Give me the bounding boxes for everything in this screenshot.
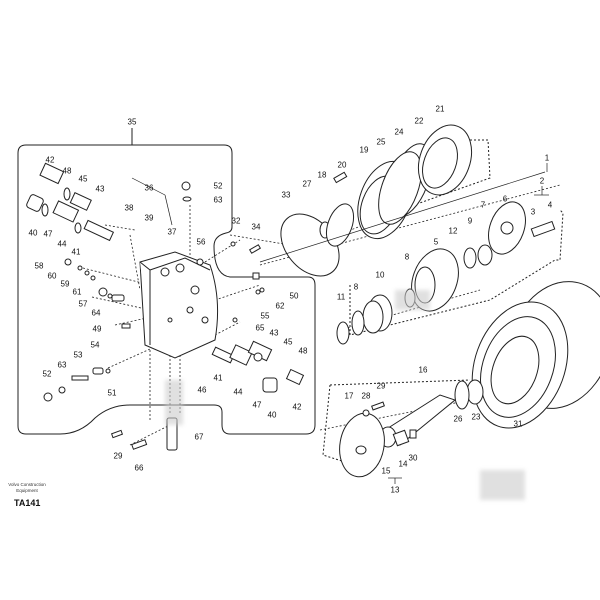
part-label-43: 43 bbox=[95, 184, 105, 194]
part-label-47: 47 bbox=[252, 400, 262, 410]
part-label-3: 3 bbox=[530, 207, 536, 217]
part-label-15: 15 bbox=[381, 466, 391, 476]
part-label-33: 33 bbox=[281, 190, 291, 200]
group-1-outline bbox=[349, 209, 564, 336]
part-label-67: 67 bbox=[194, 432, 204, 442]
watermark-blur bbox=[480, 470, 525, 500]
part-label-63: 63 bbox=[213, 195, 223, 205]
valve-parts bbox=[26, 162, 305, 451]
part-label-19: 19 bbox=[359, 145, 369, 155]
part-label-58: 58 bbox=[34, 261, 44, 271]
part-label-6: 6 bbox=[502, 194, 508, 204]
motor-parts bbox=[280, 124, 600, 478]
part-label-28: 28 bbox=[361, 391, 371, 401]
part-label-12: 12 bbox=[448, 226, 458, 236]
part-label-54: 54 bbox=[90, 340, 100, 350]
part-label-18: 18 bbox=[317, 170, 327, 180]
part-label-38: 38 bbox=[124, 203, 134, 213]
part-label-8: 8 bbox=[353, 282, 359, 292]
part-label-30: 30 bbox=[408, 453, 418, 463]
part-label-10: 10 bbox=[375, 270, 385, 280]
part-label-41: 41 bbox=[71, 247, 81, 257]
watermark-blur bbox=[395, 290, 430, 310]
part-label-37: 37 bbox=[167, 227, 177, 237]
part-label-29: 29 bbox=[113, 451, 123, 461]
part-label-44: 44 bbox=[57, 239, 67, 249]
part-label-42: 42 bbox=[45, 155, 55, 165]
group-bottom-outline bbox=[322, 379, 471, 463]
part-label-24: 24 bbox=[394, 127, 404, 137]
watermark-blur bbox=[165, 380, 183, 425]
part-label-52: 52 bbox=[213, 181, 223, 191]
part-label-41: 41 bbox=[213, 373, 223, 383]
part-label-66: 66 bbox=[134, 463, 144, 473]
part-label-8: 8 bbox=[404, 252, 410, 262]
part-label-49: 49 bbox=[92, 324, 102, 334]
part-label-39: 39 bbox=[144, 213, 154, 223]
part-label-36: 36 bbox=[144, 183, 154, 193]
part-label-16: 16 bbox=[418, 365, 428, 375]
part-label-34: 34 bbox=[251, 222, 261, 232]
part-label-4: 4 bbox=[547, 200, 553, 210]
part-label-60: 60 bbox=[47, 271, 57, 281]
part-label-9: 9 bbox=[467, 216, 473, 226]
part-label-40: 40 bbox=[28, 228, 38, 238]
part-label-14: 14 bbox=[398, 459, 408, 469]
part-label-13: 13 bbox=[390, 485, 400, 495]
part-label-63: 63 bbox=[57, 360, 67, 370]
part-label-2: 2 bbox=[539, 176, 545, 186]
part-label-20: 20 bbox=[337, 160, 347, 170]
part-label-51: 51 bbox=[107, 388, 117, 398]
part-label-64: 64 bbox=[91, 308, 101, 318]
part-label-48: 48 bbox=[62, 166, 72, 176]
part-label-46: 46 bbox=[197, 385, 207, 395]
group-top-outline bbox=[399, 139, 491, 211]
part-label-27: 27 bbox=[302, 179, 312, 189]
part-label-48: 48 bbox=[298, 346, 308, 356]
part-label-21: 21 bbox=[435, 104, 445, 114]
part-label-26: 26 bbox=[453, 414, 463, 424]
part-label-55: 55 bbox=[260, 311, 270, 321]
part-label-42: 42 bbox=[292, 402, 302, 412]
part-label-50: 50 bbox=[289, 291, 299, 301]
part-label-22: 22 bbox=[414, 116, 424, 126]
part-label-17: 17 bbox=[344, 391, 354, 401]
part-label-47: 47 bbox=[43, 229, 53, 239]
assembly-35-outline bbox=[17, 144, 316, 435]
part-label-53: 53 bbox=[73, 350, 83, 360]
part-label-35: 35 bbox=[127, 117, 137, 127]
part-label-25: 25 bbox=[376, 137, 386, 147]
part-label-1: 1 bbox=[544, 153, 550, 163]
part-label-29: 29 bbox=[376, 381, 386, 391]
part-label-32: 32 bbox=[231, 216, 241, 226]
part-label-57: 57 bbox=[78, 299, 88, 309]
part-label-56: 56 bbox=[196, 237, 206, 247]
part-label-45: 45 bbox=[283, 337, 293, 347]
part-label-7: 7 bbox=[480, 200, 486, 210]
part-label-31: 31 bbox=[513, 419, 523, 429]
valve-block bbox=[139, 251, 219, 359]
part-label-11: 11 bbox=[336, 292, 346, 302]
part-label-23: 23 bbox=[471, 412, 481, 422]
part-label-40: 40 bbox=[267, 410, 277, 420]
part-label-43: 43 bbox=[269, 328, 279, 338]
part-label-5: 5 bbox=[433, 237, 439, 247]
part-label-62: 62 bbox=[275, 301, 285, 311]
part-label-52: 52 bbox=[42, 369, 52, 379]
part-label-45: 45 bbox=[78, 174, 88, 184]
part-label-61: 61 bbox=[72, 287, 82, 297]
part-label-65: 65 bbox=[255, 323, 265, 333]
part-label-44: 44 bbox=[233, 387, 243, 397]
part-label-59: 59 bbox=[60, 279, 70, 289]
diagram-code: TA141 bbox=[14, 498, 41, 508]
brand-text: Volvo Construction Equipment bbox=[8, 482, 46, 493]
